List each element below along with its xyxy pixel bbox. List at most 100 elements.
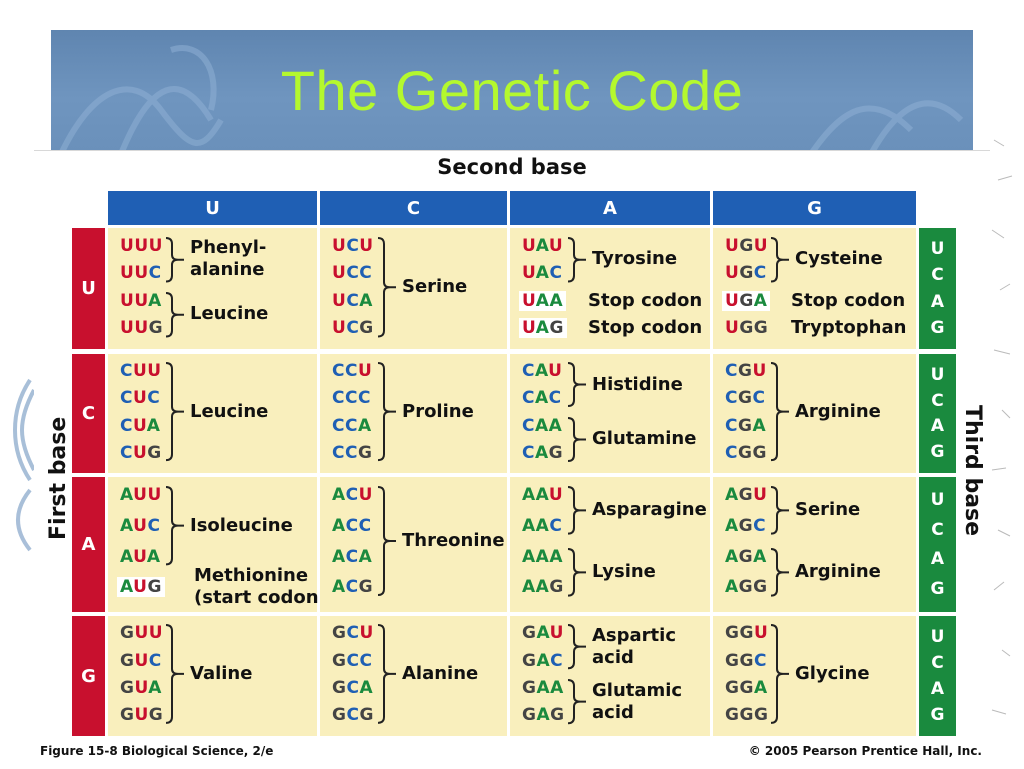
codon-base: C	[332, 388, 345, 409]
codon: AGC	[725, 516, 766, 536]
codon-base: A	[535, 515, 550, 536]
codon: CGG	[725, 443, 767, 463]
codon-base: G	[737, 388, 753, 409]
codon-base: U	[132, 361, 148, 382]
codon-group-brace	[567, 486, 586, 535]
codon-group-brace	[165, 624, 184, 725]
codon-base: U	[358, 485, 373, 506]
codon: AGU	[725, 485, 767, 505]
codon-base: C	[725, 388, 738, 409]
third-base-letter: G	[930, 442, 945, 463]
codon-base: C	[346, 623, 360, 644]
codon-base: U	[522, 290, 536, 311]
codon-base: A	[535, 318, 550, 338]
codon-base: G	[358, 577, 374, 598]
first-base-header-G: G	[72, 616, 105, 736]
codon-base: U	[522, 318, 536, 338]
codon-group-brace	[770, 236, 789, 282]
codon-base: G	[725, 623, 740, 644]
codon-base: G	[359, 318, 374, 338]
amino-acid-label: Alanine	[402, 663, 479, 685]
first-base-header-C: C	[72, 354, 105, 473]
codon-base: G	[738, 485, 754, 506]
codon-base: U	[332, 318, 347, 338]
codon-base: A	[536, 705, 551, 726]
codon: UGG	[725, 318, 768, 338]
codon-base: A	[359, 290, 373, 311]
codon-base: G	[522, 623, 537, 644]
codon-base: A	[549, 290, 564, 311]
codon-base: C	[332, 442, 345, 463]
codon-cell-AC	[320, 477, 507, 612]
amino-acid-label: Arginine	[795, 400, 881, 422]
codon: AUU	[120, 485, 162, 505]
codon: GUC	[120, 651, 162, 671]
codon: UUC	[120, 263, 162, 283]
amino-acid-label: Tyrosine	[592, 248, 678, 270]
codon-base: C	[358, 515, 372, 536]
codon-base: A	[725, 546, 739, 567]
codon-group-brace	[770, 547, 789, 597]
codon-base: C	[344, 442, 358, 463]
codon-base: U	[332, 235, 347, 256]
codon-base: C	[148, 650, 162, 671]
codon: ACG	[332, 577, 373, 597]
codon-base: U	[134, 678, 149, 698]
codon: CUU	[120, 361, 162, 381]
codon: AAG	[522, 577, 564, 597]
codon-base: C	[332, 415, 345, 436]
codon: GCG	[332, 705, 374, 725]
third-base-letter: A	[930, 416, 945, 437]
codon-base: U	[548, 485, 564, 506]
title-banner: The Genetic Code	[51, 30, 973, 154]
codon-base: C	[549, 515, 563, 536]
codon-base: G	[522, 678, 537, 698]
codon-base: C	[359, 650, 373, 671]
codon-base: C	[550, 650, 564, 671]
amino-acid-label: Tryptophan	[791, 317, 907, 338]
amino-acid-label: Glutamic acid	[592, 679, 683, 723]
slide-title: The Genetic Code	[280, 59, 744, 122]
codon: AUA	[120, 547, 161, 567]
codon-base: C	[346, 263, 360, 283]
codon-base: U	[133, 485, 148, 506]
codon-base: A	[725, 577, 739, 598]
codon-base: A	[548, 415, 563, 436]
codon-base: A	[357, 415, 372, 436]
codon: GUU	[120, 623, 163, 643]
codon-base: A	[535, 577, 550, 598]
codon-base: G	[737, 442, 753, 463]
third-base-letter: U	[930, 239, 945, 260]
codon: CAC	[522, 388, 562, 408]
codon-base: A	[522, 485, 536, 506]
codon-base: U	[522, 263, 536, 283]
codon-base: G	[725, 705, 740, 726]
codon-base: A	[535, 235, 549, 256]
codon-group-brace	[770, 486, 789, 535]
codon-base: C	[753, 650, 767, 671]
codon-base: A	[332, 546, 346, 567]
amino-acid-label: Asparagine	[592, 499, 707, 521]
second-base-header-A: A	[510, 191, 710, 225]
codon-base: U	[132, 442, 148, 463]
codon-base: U	[549, 623, 564, 644]
codon-cell-UG	[713, 228, 916, 349]
third-base-letter: U	[930, 489, 945, 510]
first-base-header-A: A	[72, 477, 105, 612]
codon-base: A	[534, 442, 549, 463]
codon-base: A	[148, 290, 162, 311]
codon-base: G	[738, 515, 754, 536]
codon: UCA	[332, 291, 373, 311]
third-base-letter: C	[931, 653, 944, 673]
codon-base: A	[752, 415, 767, 436]
codon-base: G	[549, 577, 564, 598]
codon: AUG	[117, 577, 165, 598]
codon-base: G	[148, 705, 164, 726]
codon-base: G	[738, 577, 754, 598]
codon-base: A	[146, 415, 161, 436]
codon-base: A	[536, 650, 551, 671]
codon-base: G	[550, 705, 565, 726]
third-base-letter: G	[930, 579, 945, 600]
codon-base: G	[739, 290, 754, 311]
